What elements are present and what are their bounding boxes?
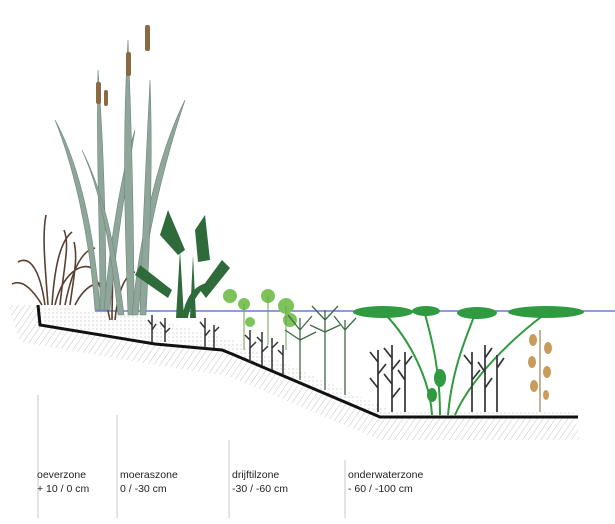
zone-depth: -30 / -60 cm [232, 482, 288, 496]
zone-label-oeverzone: oeverzone + 10 / 0 cm [37, 468, 89, 496]
zone-label-drijftilzone: drijftilzone -30 / -60 cm [232, 468, 288, 496]
zone-name: moeraszone [120, 468, 178, 482]
zone-name: onderwaterzone [348, 468, 423, 482]
zone-depth: + 10 / 0 cm [37, 482, 89, 496]
zone-label-onderwaterzone: onderwaterzone - 60 / -100 cm [348, 468, 423, 496]
zone-name: oeverzone [37, 468, 89, 482]
zone-depth: - 60 / -100 cm [348, 482, 423, 496]
zone-name: drijftilzone [232, 468, 288, 482]
tan-plant-icon [528, 330, 552, 412]
zone-depth: 0 / -30 cm [120, 482, 178, 496]
cattail-heads [96, 25, 150, 106]
zone-label-moeraszone: moeraszone 0 / -30 cm [120, 468, 178, 496]
